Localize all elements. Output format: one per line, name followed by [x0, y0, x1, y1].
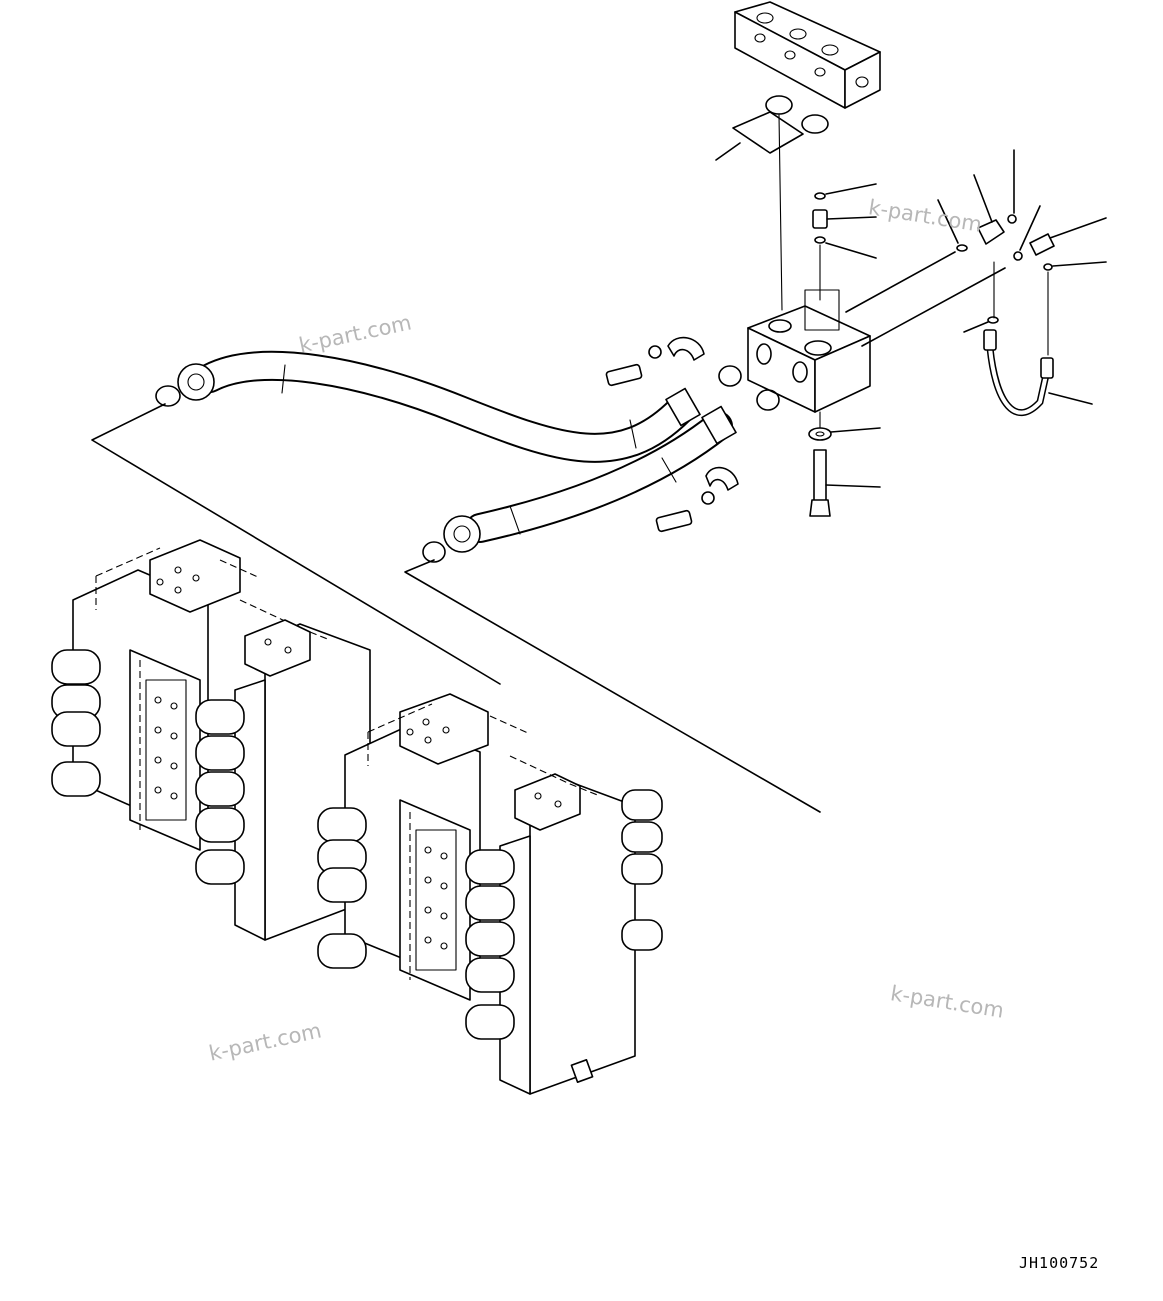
small-hose [963, 316, 1093, 417]
leader-line-left [91, 403, 501, 685]
washer-and-bolt [808, 411, 881, 517]
port-column-right [415, 829, 457, 971]
spool-caps-left [51, 649, 245, 885]
center-line [778, 114, 783, 311]
fitting-parts [812, 149, 1107, 356]
hose-clamps [605, 336, 780, 533]
spool-caps-right [317, 789, 663, 1040]
manifold-block [747, 251, 1006, 413]
large-hose-lower [422, 405, 737, 563]
control-valve-right [317, 693, 663, 1095]
mounting-block [734, 1, 881, 109]
drawing-number: JH100752 [1019, 1254, 1100, 1272]
port-column-left [145, 679, 187, 821]
o-ring-pair [715, 95, 829, 161]
leader-line-right [404, 559, 821, 813]
large-hose-upper [155, 350, 701, 463]
